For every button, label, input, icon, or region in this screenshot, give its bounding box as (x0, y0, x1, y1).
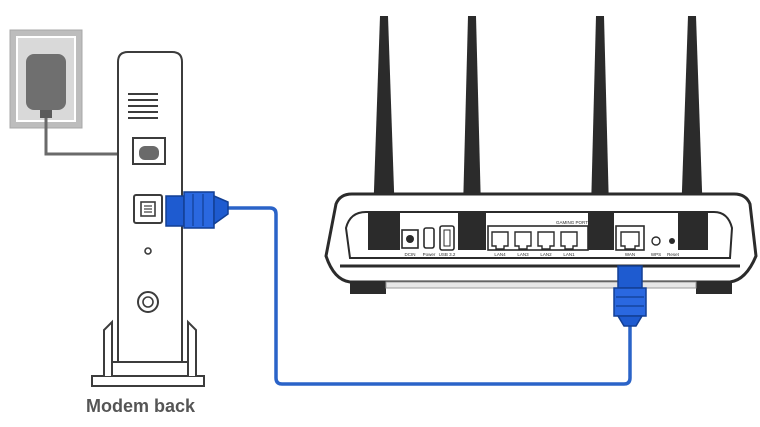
antenna-3 (590, 16, 610, 248)
antenna-1 (372, 16, 396, 248)
modem (91, 51, 205, 387)
router-power-button (423, 227, 435, 249)
label-wps: WPS (651, 252, 661, 257)
modem-vents (128, 93, 158, 119)
label-power: Power (423, 252, 436, 257)
lan-port-3 (514, 231, 532, 250)
ethernet-connector-modem (165, 191, 229, 229)
lan-port-2 (537, 231, 555, 250)
antenna-2 (462, 16, 482, 248)
modem-stand (91, 375, 205, 387)
label-wan: WAN (625, 252, 635, 257)
antenna-4 (680, 16, 704, 248)
ethernet-cable (226, 206, 632, 386)
wan-port (620, 231, 640, 250)
label-lan4: LAN4 (494, 252, 506, 257)
ethernet-connector-router (613, 265, 647, 327)
reset-button (669, 238, 675, 244)
label-lan3: LAN3 (517, 252, 529, 257)
modem-led (144, 247, 152, 255)
lan-port-1 (560, 231, 578, 250)
wps-button (651, 236, 661, 246)
lan-port-4 (491, 231, 509, 250)
label-lan2: LAN2 (540, 252, 552, 257)
power-cable (44, 118, 140, 156)
label-gaming-port: GAMING PORT (556, 220, 588, 225)
label-lan1: LAN1 (563, 252, 575, 257)
label-usb: USB 3.2 (439, 252, 456, 257)
power-adapter-icon (26, 54, 66, 118)
modem-coax-port (137, 291, 159, 313)
modem-back-caption: Modem back (86, 396, 196, 416)
router: GAMING PORT DCIN Power USB 3.2 LAN4 LAN3… (324, 16, 758, 294)
label-reset: Reset (667, 252, 680, 257)
label-dcin: DCIN (405, 252, 416, 257)
